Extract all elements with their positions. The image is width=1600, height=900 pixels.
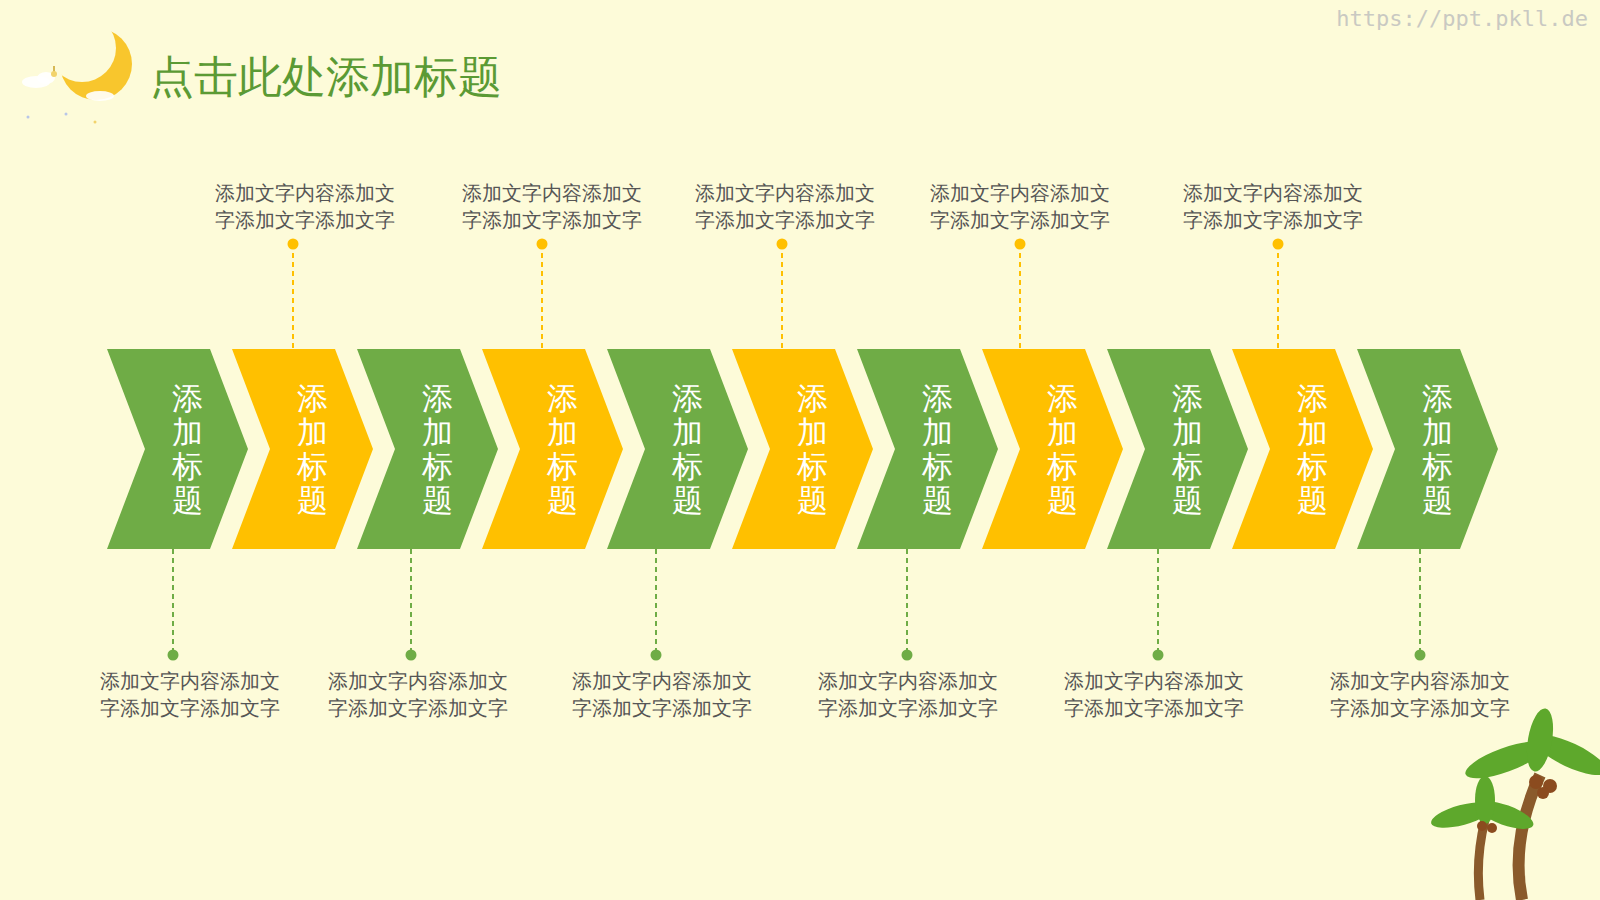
watermark: https://ppt.pkll.de — [1336, 6, 1588, 31]
step-title: 添加标题 — [297, 381, 328, 517]
leader-line — [537, 239, 548, 350]
callout-text: 添加文字内容添加文 字添加文字添加文字 — [1056, 668, 1252, 722]
step-title: 添加标题 — [1422, 381, 1453, 517]
step-title: 添加标题 — [797, 381, 828, 517]
step-title: 添加标题 — [1047, 381, 1078, 517]
chevron-step: 添加标题 — [732, 349, 873, 549]
moon-illustration — [22, 28, 132, 124]
chevron-step: 添加标题 — [107, 349, 248, 549]
callout-text: 添加文字内容添加文 字添加文字添加文字 — [687, 180, 883, 234]
callout-text: 添加文字内容添加文 字添加文字添加文字 — [564, 668, 760, 722]
chevron-step: 添加标题 — [1107, 349, 1248, 549]
callout-text: 添加文字内容添加文 字添加文字添加文字 — [207, 180, 403, 234]
chevron-step: 添加标题 — [982, 349, 1123, 549]
callout-text: 添加文字内容添加文 字添加文字添加文字 — [1175, 180, 1371, 234]
step-title: 添加标题 — [547, 381, 578, 517]
slide-title: 点击此处添加标题 — [150, 48, 502, 107]
leader-line — [406, 549, 417, 661]
leader-line — [1273, 239, 1284, 350]
step-title: 添加标题 — [922, 381, 953, 517]
callout-text: 添加文字内容添加文 字添加文字添加文字 — [922, 180, 1118, 234]
callout-text: 添加文字内容添加文 字添加文字添加文字 — [454, 180, 650, 234]
chevron-step: 添加标题 — [857, 349, 998, 549]
step-title: 添加标题 — [1172, 381, 1203, 517]
callout-text: 添加文字内容添加文 字添加文字添加文字 — [92, 668, 288, 722]
chevron-step: 添加标题 — [1232, 349, 1373, 549]
leader-line — [168, 549, 179, 661]
leader-line — [1015, 239, 1026, 350]
step-title: 添加标题 — [422, 381, 453, 517]
chevron-step: 添加标题 — [357, 349, 498, 549]
palm-tree-illustration — [1429, 706, 1600, 900]
chevron-step: 添加标题 — [482, 349, 623, 549]
step-title: 添加标题 — [672, 381, 703, 517]
step-title: 添加标题 — [1297, 381, 1328, 517]
callout-text: 添加文字内容添加文 字添加文字添加文字 — [1322, 668, 1518, 722]
leader-line — [777, 239, 788, 350]
step-title: 添加标题 — [172, 381, 203, 517]
leader-line — [1153, 549, 1164, 661]
chevron-step: 添加标题 — [232, 349, 373, 549]
chevron-step: 添加标题 — [1357, 349, 1498, 549]
callout-text: 添加文字内容添加文 字添加文字添加文字 — [810, 668, 1006, 722]
leader-line — [651, 549, 662, 661]
leader-line — [288, 239, 299, 350]
leader-line — [1415, 549, 1426, 661]
leader-line — [902, 549, 913, 661]
chevron-step: 添加标题 — [607, 349, 748, 549]
callout-text: 添加文字内容添加文 字添加文字添加文字 — [320, 668, 516, 722]
